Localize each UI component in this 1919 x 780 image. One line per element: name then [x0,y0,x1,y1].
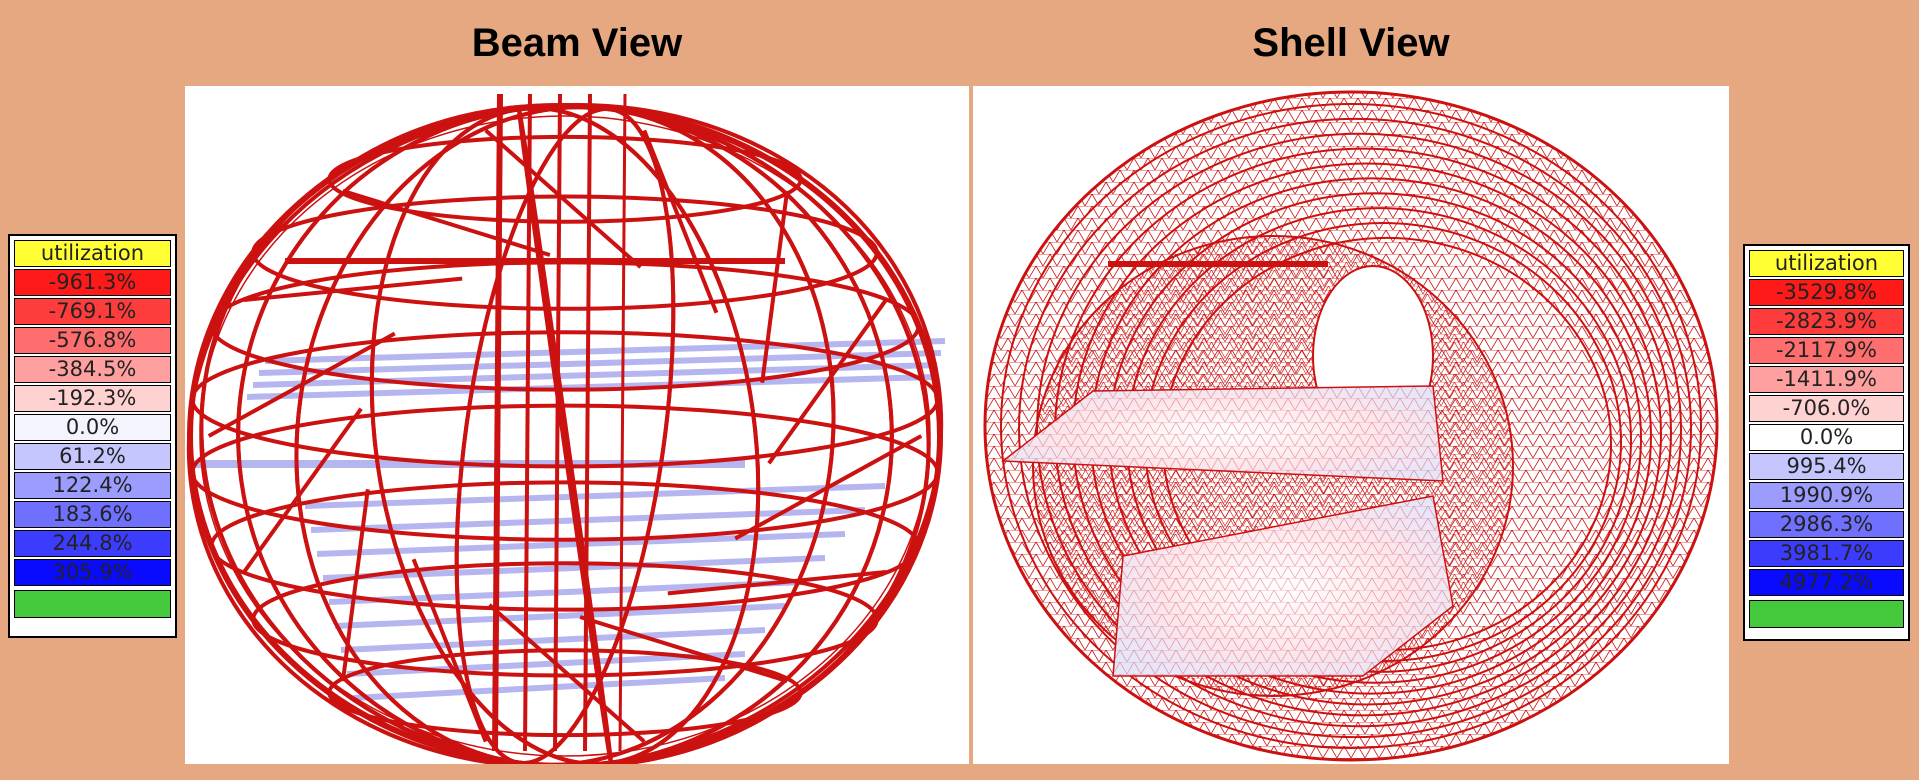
shell-model-render [983,90,1719,762]
beam-floor-member [264,338,946,364]
beam-column-members [285,93,785,752]
legend-entry: -3529.8% [1749,279,1904,306]
beam-floor-member [334,603,786,629]
beam-diagonal-member [488,603,646,744]
beam-floor-member [246,374,934,400]
shell-view-title: Shell View [1252,21,1450,65]
beam-column [618,93,627,752]
beam-view-title: Beam View [471,21,683,65]
beam-meridian-member [199,103,931,764]
beam-diagonal-member [760,190,790,384]
legend-header: utilization [1749,250,1904,277]
legend-entry: -2823.9% [1749,308,1904,335]
beam-diagonal-member [667,570,887,596]
legend-entry: -706.0% [1749,395,1904,422]
shell-view-viewport[interactable] [973,86,1729,764]
beam-floor-member [352,675,726,701]
legend-entry: -961.3% [14,269,171,296]
beam-diagonal-member [340,488,370,682]
beam-column [492,93,503,752]
shell-floor-slab-mesh [1003,386,1443,481]
legend-entry: 61.2% [14,443,171,470]
shell-floor-slabs [1000,385,1454,677]
beam-diagonal-member [579,615,788,684]
utilization-legend-shell: utilization -3529.8% -2823.9% -2117.9% -… [1743,244,1910,641]
legend-entry: 995.4% [1749,453,1904,480]
beam-view-viewport[interactable] [185,86,969,764]
legend-entry: 122.4% [14,472,171,499]
beam-diagonal-member [242,407,363,574]
legend-header: utilization [14,240,171,267]
beam-diagonal-member [767,298,888,465]
legend-entry: -769.1% [14,298,171,325]
beam-diagonal-member [342,188,551,257]
legend-entry: 1990.9% [1749,482,1904,509]
legend-footer-swatch [1749,600,1904,628]
beam-floor-member [304,483,886,509]
shell-rope-band [1000,103,1702,749]
beam-diagonal-member [207,331,396,438]
beam-diagonal-member [734,434,923,541]
legend-entry: -192.3% [14,385,171,412]
beam-floor-member [328,579,806,605]
legend-entry: -384.5% [14,356,171,383]
legend-entry: 0.0% [14,414,171,441]
beam-ring-member [251,561,879,678]
legend-entry: 0.0% [1749,424,1904,451]
legend-entry: 305.9% [14,559,171,586]
legend-entry: -2117.9% [1749,337,1904,364]
beam-column [553,93,562,752]
shell-lower-floor-slab-mesh [1113,496,1453,676]
beam-meridian-member [236,104,894,764]
beam-column [583,93,592,752]
beam-ring-member [209,480,921,612]
legend-entry: 183.6% [14,501,171,528]
beam-diagonal-member [243,276,463,302]
legend-entry: -576.8% [14,327,171,354]
legend-entry: 4977.2% [1749,569,1904,596]
beam-ring-member [251,194,879,311]
legend-footer-swatch [14,590,171,618]
beam-diagonal-member [642,129,719,314]
legend-entry: 2986.3% [1749,511,1904,538]
beam-diagonal-member [411,558,488,743]
legend-entry: 244.8% [14,530,171,557]
beam-meridian-members [186,103,944,764]
beam-column [523,93,532,752]
utilization-legend-beam: utilization -961.3% -769.1% -576.8% -384… [8,234,177,638]
shell-rope-band [1018,117,1692,739]
legend-entry: -1411.9% [1749,366,1904,393]
beam-model-render [186,93,946,764]
legend-entry: 3981.7% [1749,540,1904,567]
beam-floor-member [340,627,766,653]
beam-diagonal-member [484,128,642,269]
